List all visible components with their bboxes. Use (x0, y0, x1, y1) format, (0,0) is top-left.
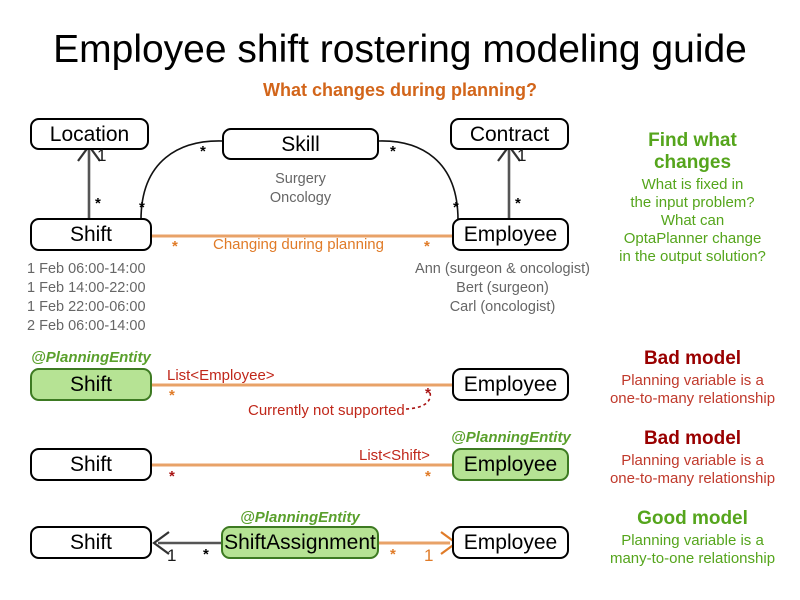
association-label-changing-during-planning: Changing during planning (213, 236, 384, 253)
good-model-middle-box[interactable]: ShiftAssignment (221, 526, 379, 559)
good-model-middle-box-label: ShiftAssignment (224, 531, 376, 554)
class-box-shift[interactable]: Shift (30, 218, 152, 251)
sidebar-good-model: Good model Planning variable is a many-t… (585, 508, 800, 568)
find-what-changes-body: What is fixed in the input problem? What… (619, 176, 766, 265)
class-box-employee[interactable]: Employee (452, 218, 569, 251)
multiplicity-contract-one: 1 (517, 146, 527, 165)
class-box-location-label: Location (49, 122, 130, 146)
sidebar-find-what-changes: Find what changes What is fixed in the i… (585, 130, 800, 266)
class-box-skill-label: Skill (281, 132, 320, 156)
bad-model-1-right-multiplicity: * (425, 385, 431, 402)
multiplicity-location-many: * (95, 195, 101, 212)
good-model-left-multiplicity: 1 (167, 546, 177, 565)
good-model-left-box[interactable]: Shift (30, 526, 152, 559)
multiplicity-shift-skill-side: * (139, 199, 145, 216)
class-box-employee-label: Employee (463, 223, 558, 246)
sidebar-bad-model-1: Bad model Planning variable is a one-to-… (585, 348, 800, 408)
good-model-left-box-label: Shift (69, 531, 113, 554)
good-model-right-multiplicity: 1 (424, 546, 434, 565)
multiplicity-employee-skill-side: * (453, 199, 459, 216)
sidebar-bad-model-2: Bad model Planning variable is a one-to-… (585, 428, 800, 488)
multiplicity-skill-shift-side: * (200, 143, 206, 160)
bad-model-1-left-box[interactable]: Shift (30, 368, 152, 401)
bad-model-2-left-box[interactable]: Shift (30, 448, 152, 481)
bad-model-2-right-box-label: Employee (463, 453, 558, 476)
bad-model-2-left-multiplicity: * (169, 468, 175, 485)
bad-model-2-relation-label: List<Shift> (359, 447, 430, 464)
good-model-middle-right-multiplicity: * (390, 546, 396, 563)
find-what-changes-heading: Find what changes (648, 130, 737, 173)
good-model-middle-annotation: @PlanningEntity (240, 509, 360, 526)
multiplicity-shift-employee-right: * (424, 238, 430, 255)
shift-examples-list: 1 Feb 06:00-14:00 1 Feb 14:00-22:00 1 Fe… (27, 261, 146, 334)
bad-model-1-verdict-body: Planning variable is a one-to-many relat… (609, 372, 776, 407)
bad-model-1-left-multiplicity: * (169, 387, 175, 404)
class-box-skill[interactable]: Skill (222, 128, 379, 160)
bad-model-2-left-box-label: Shift (69, 453, 113, 476)
class-box-shift-label: Shift (69, 223, 113, 246)
bad-model-2-right-box[interactable]: Employee (452, 448, 569, 481)
bad-model-2-right-annotation: @PlanningEntity (451, 429, 571, 446)
multiplicity-contract-many: * (515, 195, 521, 212)
bad-model-1-left-annotation: @PlanningEntity (31, 349, 151, 366)
bad-model-1-note: Currently not supported (248, 402, 405, 419)
page-subtitle: What changes during planning? (263, 80, 537, 100)
page-title: Employee shift rostering modeling guide (53, 28, 747, 71)
good-model-right-box[interactable]: Employee (452, 526, 569, 559)
good-model-right-box-label: Employee (463, 531, 558, 554)
bad-model-1-verdict-heading: Bad model (643, 348, 742, 369)
bad-model-2-verdict-heading: Bad model (643, 428, 742, 449)
bad-model-2-right-multiplicity: * (425, 468, 431, 485)
good-model-middle-left-multiplicity: * (203, 546, 209, 563)
good-model-verdict-body: Planning variable is a many-to-one relat… (609, 532, 776, 567)
bad-model-1-right-box[interactable]: Employee (452, 368, 569, 401)
bad-model-1-right-box-label: Employee (463, 373, 558, 396)
class-box-contract-label: Contract (469, 122, 550, 146)
class-box-contract[interactable]: Contract (450, 118, 569, 150)
good-model-verdict-heading: Good model (637, 508, 748, 529)
skill-examples-list: Surgery Oncology (269, 171, 332, 206)
multiplicity-location-one: 1 (97, 146, 107, 165)
multiplicity-skill-employee-side: * (390, 143, 396, 160)
employee-examples-list: Ann (surgeon & oncologist) Bert (surgeon… (415, 261, 590, 315)
multiplicity-shift-employee-left: * (172, 238, 178, 255)
bad-model-1-relation-label: List<Employee> (167, 367, 275, 384)
class-box-location[interactable]: Location (30, 118, 149, 150)
bad-model-1-left-box-label: Shift (69, 373, 113, 396)
bad-model-2-verdict-body: Planning variable is a one-to-many relat… (609, 452, 776, 487)
